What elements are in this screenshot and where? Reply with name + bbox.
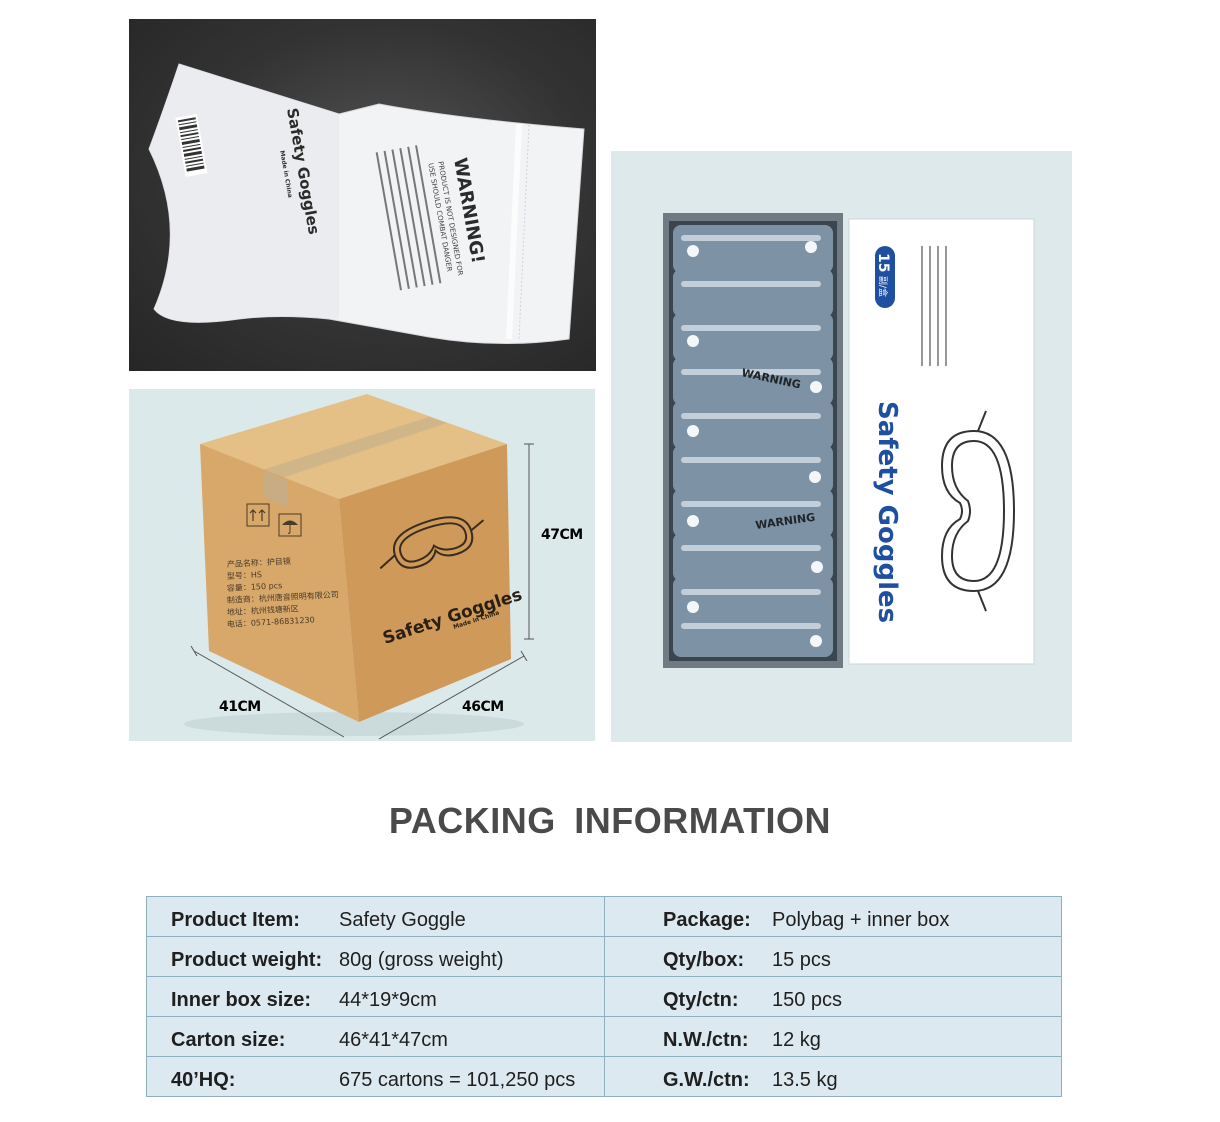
packing-spec-table: Product Item: Safety Goggle Package: Pol… [146,896,1062,1097]
lid-fine-print [921,246,947,366]
count-badge: 15 副/盒 [875,246,895,308]
spec-label: Qty/ctn: [663,989,739,1011]
spec-label: 40’HQ: [171,1069,236,1091]
carton-label-line: 地址：杭州钱塘新区 [227,603,299,617]
spec-value: 150 pcs [772,989,843,1011]
spec-value: 80g (gross weight) [339,949,504,971]
umbrella-icon [278,513,302,537]
polybag-photo: WARNING! PRODUCT IS NOT DESIGNED FOR USE… [129,19,596,371]
spec-label: N.W./ctn: [663,1029,749,1051]
dim-depth-label: 46CM [462,699,504,715]
count-badge-number: 15 [875,253,891,272]
dim-width-label: 41CM [219,699,261,715]
carton-label-line: 容量：150 pcs [227,580,283,593]
barcode-icon [175,113,208,177]
dimension-lines [190,443,534,740]
page-title: PACKING INFORMATION [388,800,832,841]
spec-label: G.W./ctn: [663,1069,750,1091]
this-side-up-icon [246,503,270,527]
table-column-divider [604,897,605,1096]
carton-illustration: 产品名称：护目镜 型号：HS 容量：150 pcs 制造商：杭州唐音照明有限公司… [184,394,583,740]
spec-label: Qty/box: [663,949,745,971]
spec-value: 44*19*9cm [339,989,437,1011]
spec-label: Inner box size: [171,989,312,1011]
spec-label: Product weight: [171,949,323,971]
spec-value: 46*41*47cm [339,1029,448,1051]
spec-value: 675 cartons = 101,250 pcs [339,1069,576,1091]
count-badge-unit: 副/盒 [877,276,889,297]
spec-value: Polybag + inner box [772,909,950,931]
inner-box-illustration: WARNING WARNING 15 副/盒 Safety Goggles [663,213,1035,668]
spec-label: Package: [663,909,751,931]
dim-height-label: 47CM [541,527,583,543]
table-row: Carton size: 46*41*47cm N.W./ctn: 12 kg [147,1017,1061,1057]
carton-label-line: 电话：0571-86831230 [227,614,315,629]
carton-photo: 产品名称：护目镜 型号：HS 容量：150 pcs 制造商：杭州唐音照明有限公司… [129,389,595,741]
table-row: Product weight: 80g (gross weight) Qty/b… [147,937,1061,977]
table-row: Inner box size: 44*19*9cm Qty/ctn: 150 p… [147,977,1061,1017]
carton-label-line: 产品名称：护目镜 [227,556,291,569]
spec-value: 13.5 kg [772,1069,838,1091]
spec-label: Carton size: [171,1029,286,1051]
spec-value: Safety Goggle [339,909,466,931]
bagged-goggles-stack: WARNING WARNING [673,225,833,657]
table-row: 40’HQ: 675 cartons = 101,250 pcs G.W./ct… [147,1057,1061,1097]
polybag-illustration: WARNING! PRODUCT IS NOT DESIGNED FOR USE… [148,63,585,345]
table-row: Product Item: Safety Goggle Package: Pol… [147,897,1061,937]
carton-label-line: 型号：HS [227,570,263,581]
spec-label: Product Item: [171,909,300,931]
spec-value: 12 kg [772,1029,821,1051]
goggles-icon [379,516,485,570]
spec-value: 15 pcs [772,949,831,971]
goggles-icon [940,410,1016,612]
lid-product-text: Safety Goggles [872,401,902,623]
inner-box-photo: WARNING WARNING 15 副/盒 Safety Goggles [611,151,1072,742]
